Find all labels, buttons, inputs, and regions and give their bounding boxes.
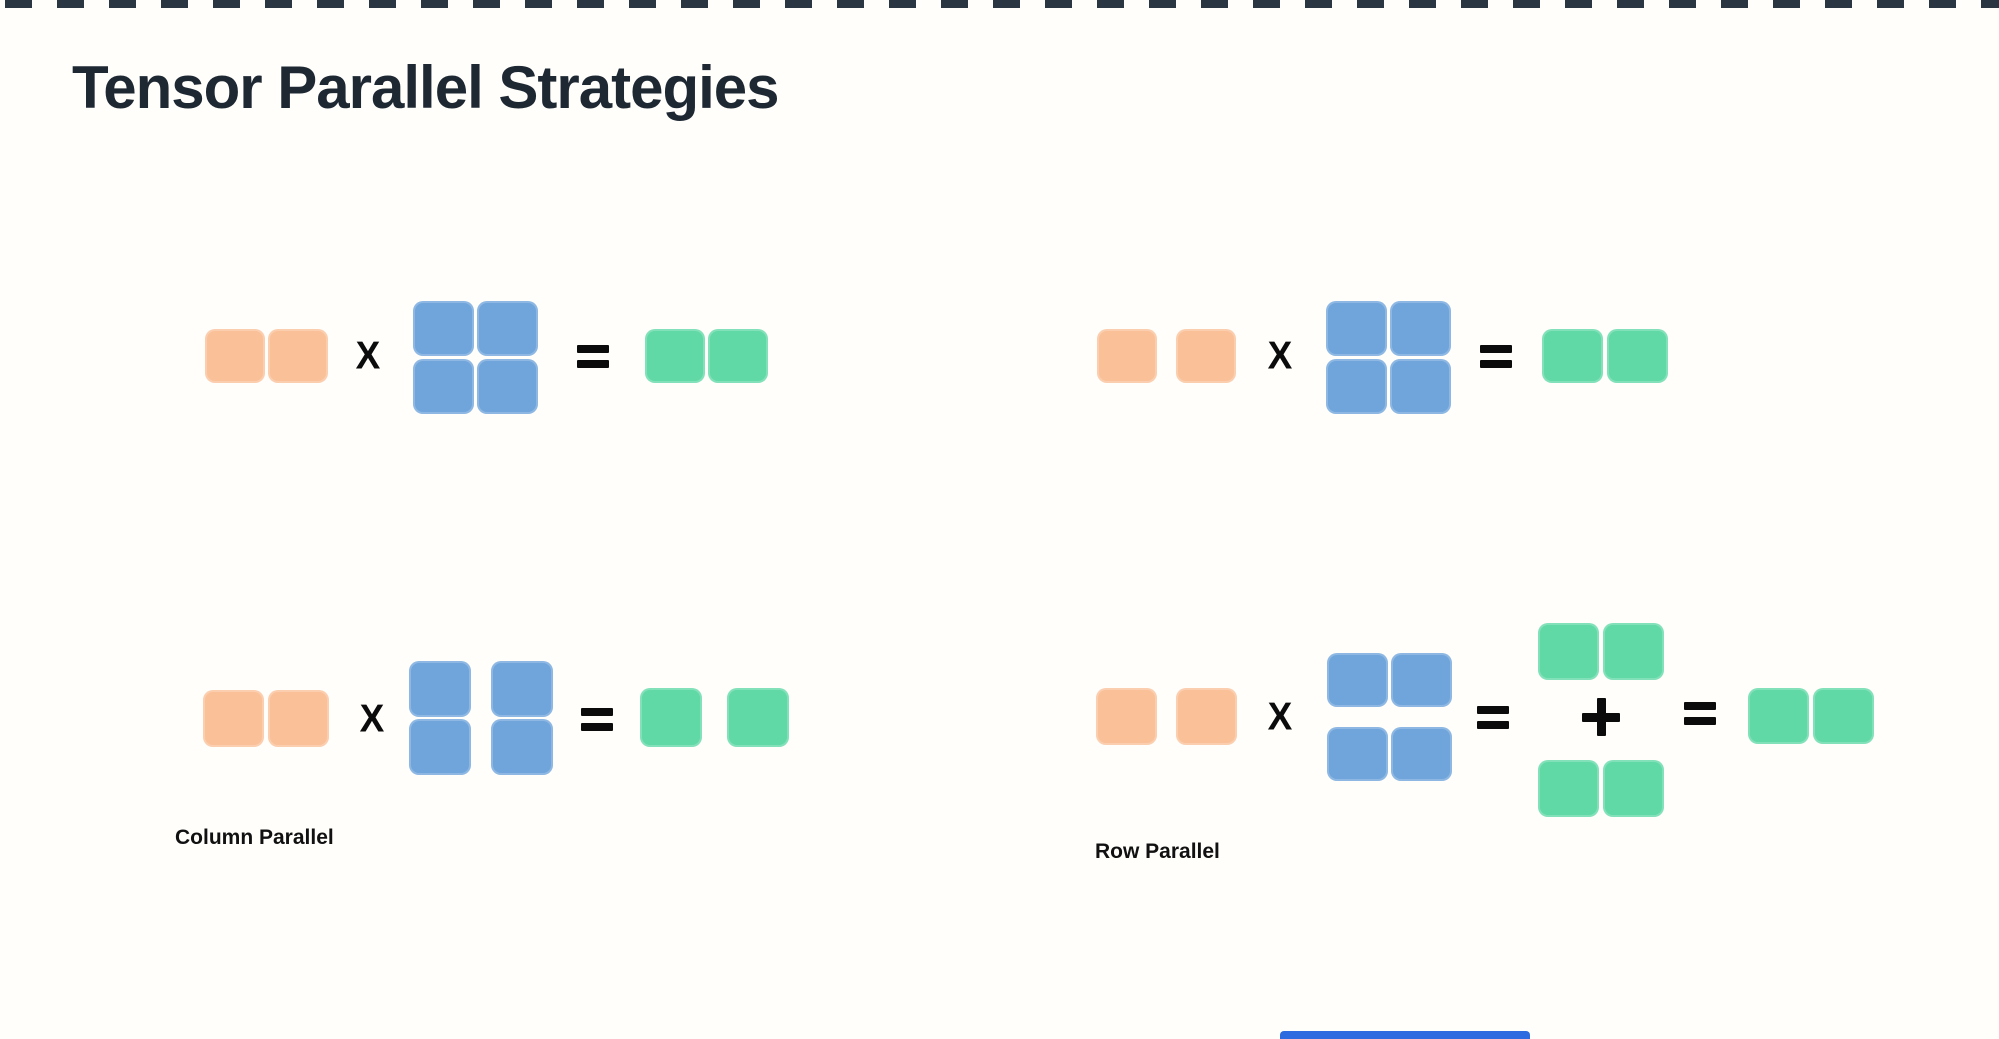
weight-block: [1391, 727, 1452, 781]
equals-sign: [1470, 690, 1516, 744]
input-block: [268, 690, 329, 747]
output-block: [1542, 329, 1603, 383]
weight-block: [409, 719, 471, 775]
plus-sign: [1582, 698, 1620, 736]
figure-row-parallel: X: [1096, 622, 1874, 817]
page-title: Tensor Parallel Strategies: [72, 54, 780, 121]
weight-block: [1326, 301, 1387, 356]
weight-block: [1391, 653, 1452, 707]
output-block: [645, 329, 705, 383]
weight-block: [1327, 653, 1388, 707]
input-block: [203, 690, 264, 747]
column-parallel-label: Column Parallel: [175, 826, 334, 849]
weight-block: [1327, 727, 1388, 781]
multiply-sign: X: [359, 696, 385, 740]
output-block: [1607, 329, 1668, 383]
weight-block: [413, 359, 474, 414]
weight-block: [477, 359, 538, 414]
weight-block: [491, 719, 553, 775]
weight-block: [413, 301, 474, 356]
equals-sign: [574, 692, 620, 746]
top-border-dash-pattern: [5, 0, 1999, 8]
multiply-sign: X: [1267, 333, 1293, 377]
weight-block: [1390, 301, 1451, 356]
output-block: [1748, 688, 1809, 744]
bottom-accent-bar: [1280, 1031, 1530, 1039]
row-parallel-label: Row Parallel: [1095, 840, 1220, 863]
input-block: [1096, 688, 1157, 745]
output-block: [640, 688, 702, 747]
weight-block: [477, 301, 538, 356]
multiply-sign: X: [1267, 694, 1293, 738]
output-block: [1813, 688, 1874, 744]
equals-sign: [1473, 329, 1519, 383]
weight-block: [409, 661, 471, 717]
figure-top-left: X: [205, 300, 768, 415]
weight-block: [1326, 359, 1387, 414]
partial-output-block: [1538, 623, 1599, 680]
output-block: [727, 688, 789, 747]
weight-block: [1390, 359, 1451, 414]
input-block: [205, 329, 265, 383]
equals-sign: [1677, 686, 1723, 740]
input-block: [1097, 329, 1157, 383]
input-block: [1176, 688, 1237, 745]
equals-sign: [570, 329, 616, 383]
output-block: [708, 329, 768, 383]
partial-output-block: [1603, 623, 1664, 680]
partial-output-block: [1603, 760, 1664, 817]
input-block: [1176, 329, 1236, 383]
figure-column-parallel: X: [203, 660, 793, 776]
figure-top-right: X: [1097, 300, 1669, 415]
weight-block: [491, 661, 553, 717]
input-block: [268, 329, 328, 383]
partial-output-block: [1538, 760, 1599, 817]
multiply-sign: X: [355, 333, 381, 377]
